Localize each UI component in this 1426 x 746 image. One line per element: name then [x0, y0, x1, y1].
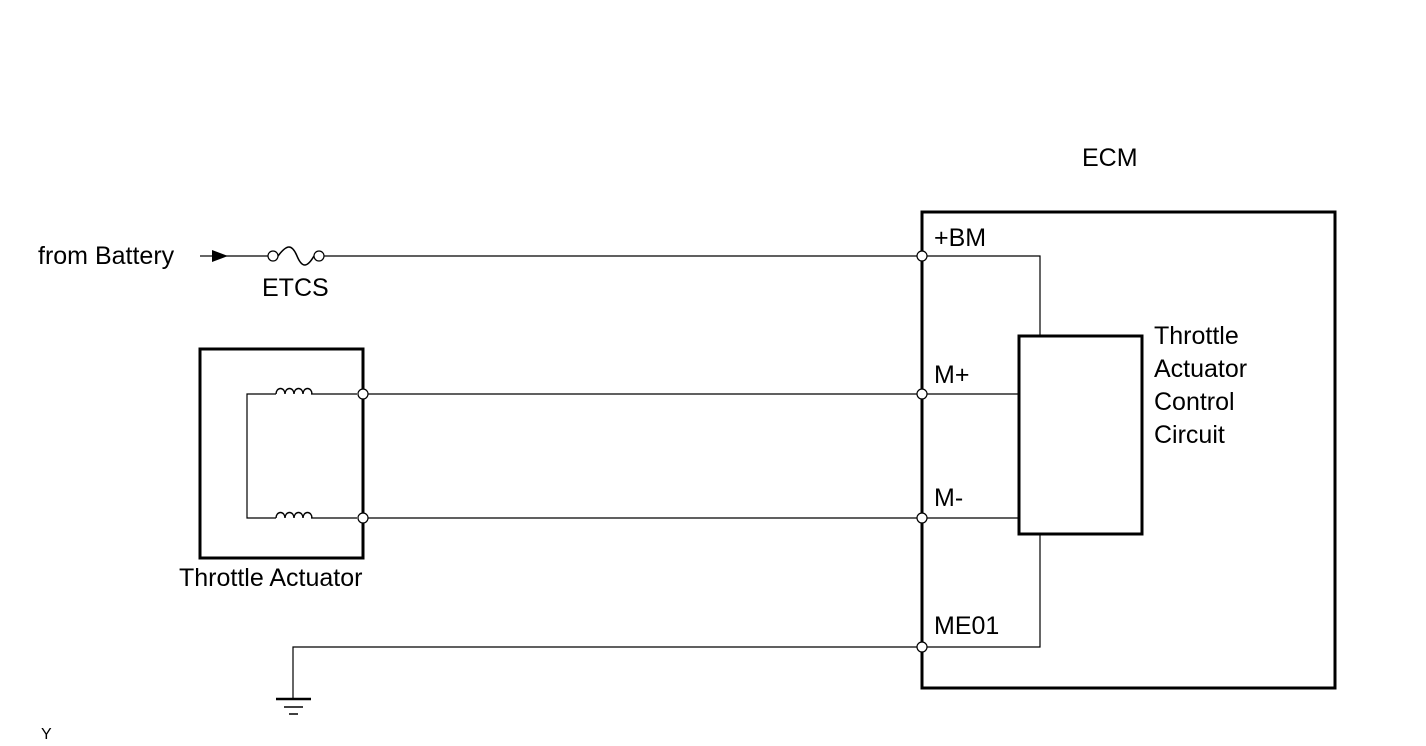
control-circuit-label: Throttle Actuator Control Circuit [1154, 320, 1247, 452]
ground-icon [276, 697, 311, 715]
control-circuit-line-3: Control [1154, 388, 1235, 416]
me01-internal-wire [927, 534, 1041, 648]
terminal-actuator-upper [357, 388, 369, 400]
control-circuit-line-2: Actuator [1154, 355, 1248, 383]
throttle-actuator-box [198, 347, 365, 560]
terminal-m-minus [916, 512, 928, 524]
coil-lower-icon [275, 511, 313, 519]
coil-upper-icon [275, 387, 313, 395]
control-circuit-box [1017, 334, 1144, 536]
throttle-actuator-label: Throttle Actuator [179, 564, 363, 592]
actuator-internal-wiring [246, 393, 357, 519]
pin-m-minus-label: M- [934, 484, 964, 512]
ground-wire [292, 646, 917, 698]
pin-me01-label: ME01 [934, 612, 1000, 640]
control-circuit-line-4: Circuit [1154, 421, 1225, 449]
corner-mark: Y [41, 726, 52, 743]
terminal-m-plus [916, 388, 928, 400]
pin-m-plus-label: M+ [934, 361, 970, 389]
ecm-title: ECM [1082, 144, 1138, 172]
terminal-me01 [916, 641, 928, 653]
fuse-label: ETCS [262, 274, 329, 302]
battery-arrow-icon [200, 250, 268, 262]
from-battery-label: from Battery [38, 242, 175, 270]
pin-bm-label: +BM [934, 224, 987, 252]
control-circuit-line-1: Throttle [1154, 322, 1239, 350]
bm-internal-wire [927, 255, 1041, 336]
fuse-icon [267, 246, 325, 266]
ecm-box [920, 210, 1337, 690]
terminal-bm [916, 250, 928, 262]
terminal-actuator-lower [357, 512, 369, 524]
